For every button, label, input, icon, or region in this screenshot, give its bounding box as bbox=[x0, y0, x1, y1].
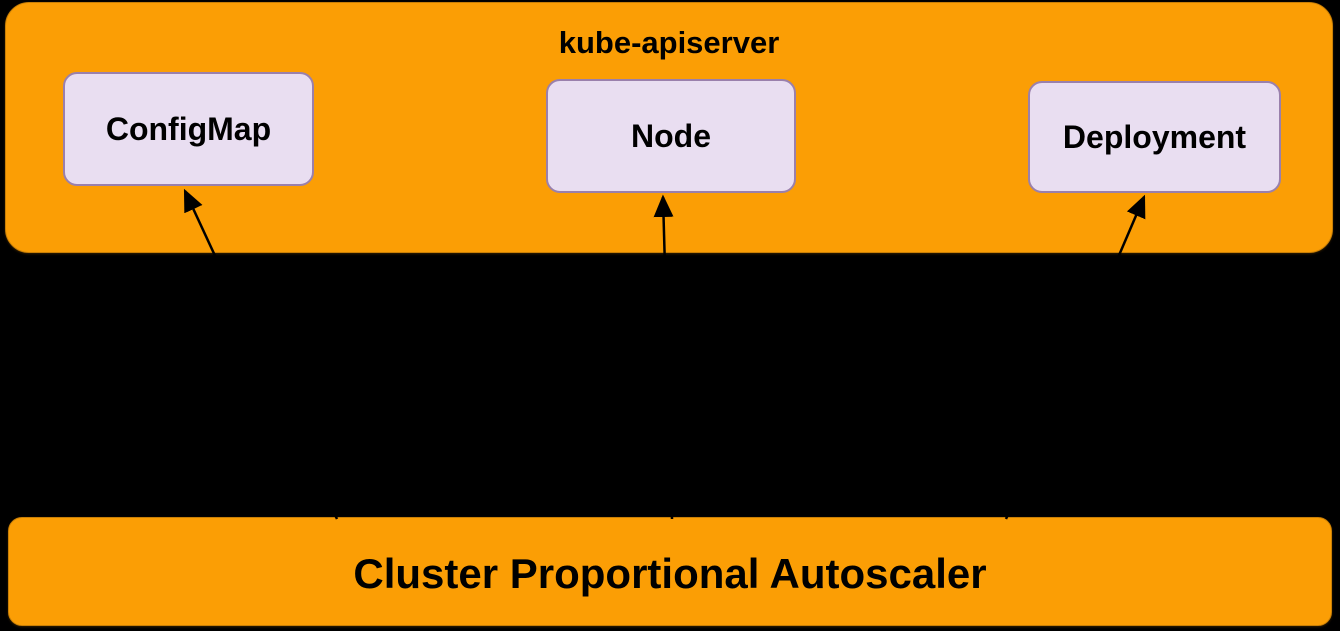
autoscaler-panel bbox=[8, 517, 1332, 626]
deployment-label: Deployment bbox=[1062, 118, 1247, 155]
configmap-box: ConfigMap bbox=[63, 72, 314, 186]
configmap-label: ConfigMap bbox=[105, 110, 272, 147]
kube-apiserver-panel: kube-apiserver ConfigMap Node Deployment bbox=[5, 2, 1333, 253]
deployment-box: Deployment bbox=[1028, 81, 1281, 193]
node-box: Node bbox=[546, 79, 796, 193]
autoscaler-title: Cluster Proportional Autoscaler bbox=[353, 550, 987, 597]
node-label: Node bbox=[631, 117, 711, 154]
kube-apiserver-title: kube-apiserver bbox=[558, 25, 780, 60]
